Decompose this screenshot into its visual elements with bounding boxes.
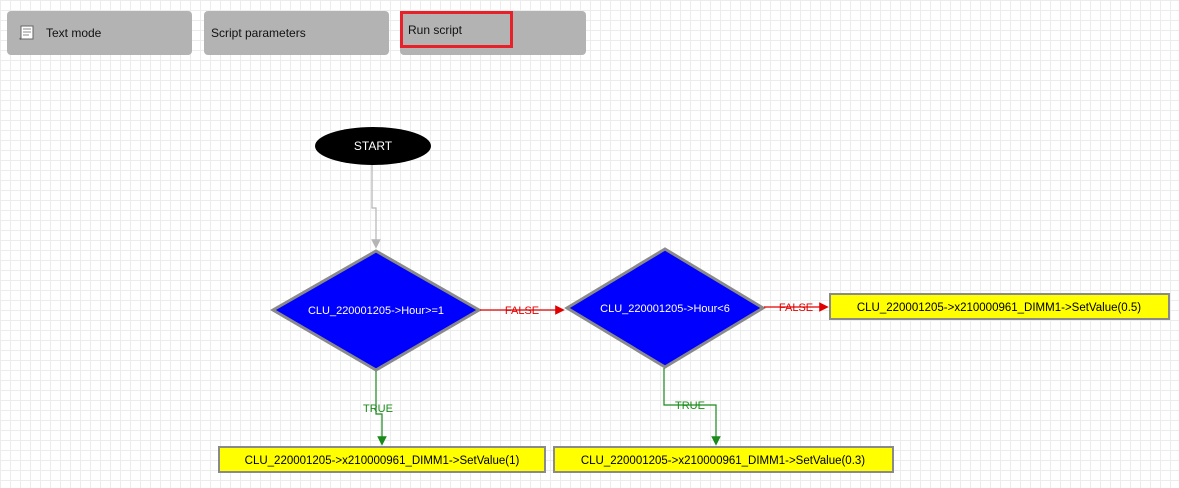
decision-node-hour-lt-6[interactable]: CLU_220001205->Hour<6 <box>564 247 766 369</box>
true-edge-1: TRUE <box>363 371 393 446</box>
script-parameters-label: Script parameters <box>211 26 306 40</box>
decision-node-hour-ge-1[interactable]: CLU_220001205->Hour>=1 <box>270 249 482 372</box>
start-label: START <box>354 139 393 153</box>
text-mode-button[interactable]: Text mode <box>7 11 192 55</box>
action-node-setvalue-0-3[interactable]: CLU_220001205->x210000961_DIMM1->SetValu… <box>553 446 894 473</box>
false-edge-2-label: FALSE <box>779 302 813 314</box>
true-edge-2: TRUE <box>663 368 721 446</box>
true-edge-1-label: TRUE <box>363 403 393 415</box>
action-node-setvalue-1[interactable]: CLU_220001205->x210000961_DIMM1->SetValu… <box>218 446 546 473</box>
document-icon <box>18 24 36 42</box>
decision1-label: CLU_220001205->Hour>=1 <box>308 305 444 317</box>
text-mode-label: Text mode <box>46 26 102 40</box>
run-script-button[interactable]: Run script <box>400 11 586 55</box>
action-true2-label: CLU_220001205->x210000961_DIMM1->SetValu… <box>581 455 865 467</box>
action-true1-label: CLU_220001205->x210000961_DIMM1->SetValu… <box>245 455 520 467</box>
start-connector <box>371 164 381 249</box>
true-edge-2-label: TRUE <box>675 400 705 412</box>
action-node-setvalue-0-5[interactable]: CLU_220001205->x210000961_DIMM1->SetValu… <box>829 293 1170 320</box>
script-parameters-button[interactable]: Script parameters <box>204 11 389 55</box>
false-edge-1: FALSE <box>480 305 565 317</box>
decision2-label: CLU_220001205->Hour<6 <box>600 303 730 315</box>
run-script-label: Run script <box>408 22 463 37</box>
false-edge-2: FALSE <box>764 302 829 314</box>
run-script-highlight: Run script <box>400 11 513 48</box>
start-node[interactable]: START <box>315 127 431 165</box>
false-edge-1-label: FALSE <box>505 305 539 317</box>
action-false2-label: CLU_220001205->x210000961_DIMM1->SetValu… <box>857 302 1141 314</box>
